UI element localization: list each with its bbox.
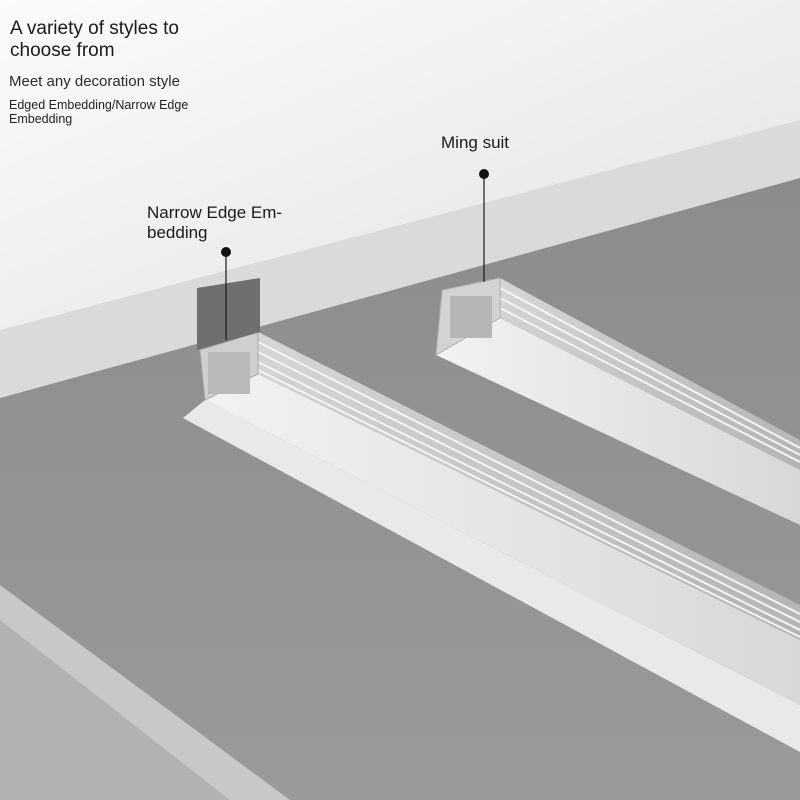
callout-label-ming-suit: Ming suit	[441, 133, 510, 152]
detail-text: Edged Embedding/Narrow Edge Embedding	[9, 98, 189, 127]
subheading: Meet any decoration style	[9, 73, 180, 90]
callout-dot-ming	[479, 169, 489, 179]
narrow-edge-channel	[183, 278, 800, 752]
heading: A variety of styles to choose from	[10, 18, 179, 61]
lower-wall-shadow	[0, 620, 230, 800]
callout-dot-narrow	[221, 247, 231, 257]
ming-suit-channel	[435, 277, 800, 525]
callout-label-narrow-edge: Narrow Edge Em-bedding	[147, 203, 283, 242]
upper-wall	[0, 0, 800, 330]
